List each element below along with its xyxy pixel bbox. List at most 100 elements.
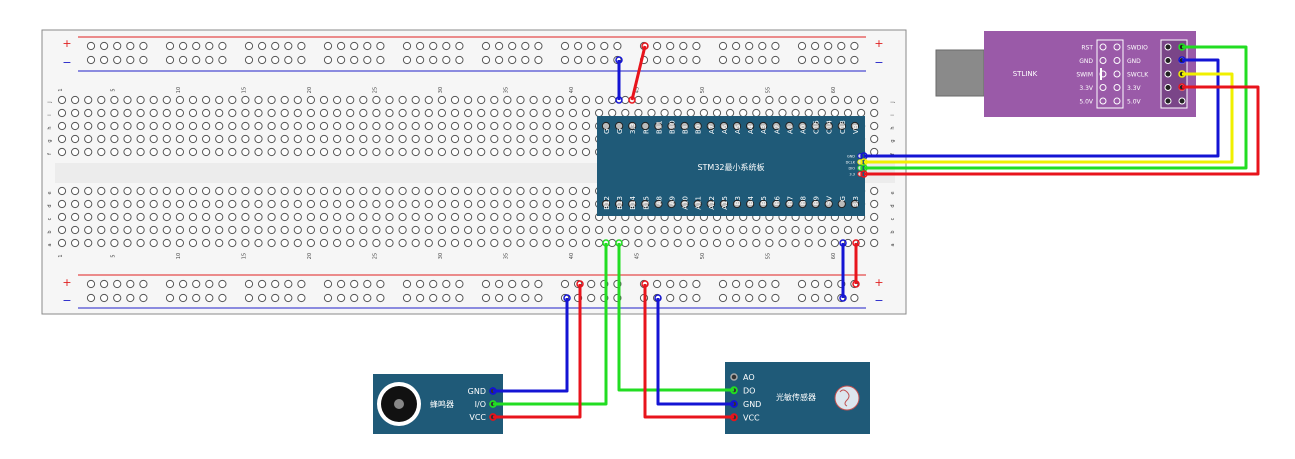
breadboard-hole xyxy=(424,95,433,105)
row-letter-right: g xyxy=(890,139,896,142)
breadboard-hole xyxy=(870,134,879,144)
breadboard-hole xyxy=(188,212,198,222)
breadboard-hole xyxy=(84,134,93,144)
breadboard-hole xyxy=(149,238,158,248)
rail-hole xyxy=(837,41,846,51)
wire-gnd-top-rail-end xyxy=(615,56,623,64)
breadboard-hole xyxy=(555,121,564,131)
stm32-bottom-pin-label: B15 xyxy=(642,196,650,210)
rail-hole xyxy=(850,55,859,65)
wire-swd-clk-end xyxy=(1178,70,1186,78)
breadboard-hole xyxy=(228,212,237,222)
rail-hole xyxy=(574,55,583,65)
rail-hole xyxy=(192,55,201,65)
breadboard-hole xyxy=(817,238,826,248)
rail-hole xyxy=(718,55,728,65)
rail-hole xyxy=(692,293,701,303)
rail-hole xyxy=(824,41,833,51)
row-letter-right: j xyxy=(890,101,896,103)
row-letter-right: e xyxy=(890,191,896,194)
row-letter-left: f xyxy=(47,153,53,155)
column-number-top: 35 xyxy=(503,87,509,93)
breadboard-hole xyxy=(477,134,486,144)
breadboard-hole xyxy=(372,212,381,222)
rail-hole xyxy=(363,293,372,303)
breadboard-hole xyxy=(372,225,381,235)
stm32-bottom-pin xyxy=(772,199,781,209)
rail-hole xyxy=(218,293,227,303)
breadboard-hole xyxy=(215,225,224,235)
wire-swd-3v3 xyxy=(864,85,1260,176)
breadboard-hole xyxy=(503,121,512,131)
breadboard-hole xyxy=(202,238,211,248)
rail-hole xyxy=(824,55,833,65)
rail-hole xyxy=(284,41,293,51)
rail-hole xyxy=(139,41,148,51)
rail-hole xyxy=(376,55,385,65)
stm32-bottom-pin-label: 5V xyxy=(826,196,834,205)
rail-hole xyxy=(165,41,175,51)
breadboard-hole xyxy=(346,121,355,131)
breadboard-hole xyxy=(280,108,289,118)
rail-hole xyxy=(244,293,254,303)
rail-hole xyxy=(771,41,780,51)
breadboard-hole xyxy=(464,95,473,105)
stm32-top-pin xyxy=(746,121,755,131)
top-rail-minus-left: − xyxy=(62,56,71,69)
stm32-bottom-pin-label: B12 xyxy=(603,196,611,210)
breadboard-hole xyxy=(673,95,682,105)
breadboard-hole xyxy=(110,121,119,131)
breadboard-hole xyxy=(254,186,263,196)
breadboard-hole xyxy=(228,95,237,105)
breadboard-hole xyxy=(110,147,119,157)
breadboard-hole xyxy=(726,108,735,118)
breadboard-hole xyxy=(215,186,224,196)
breadboard-hole xyxy=(97,225,106,235)
breadboard-hole xyxy=(110,95,119,105)
rail-hole xyxy=(495,293,504,303)
rail-hole xyxy=(126,41,135,51)
row-letter-left: a xyxy=(47,243,53,246)
breadboard-hole xyxy=(71,225,80,235)
breadboard-hole xyxy=(870,186,879,196)
rail-hole xyxy=(126,55,135,65)
breadboard-hole xyxy=(411,238,420,248)
stm32-top-pin xyxy=(732,121,742,131)
breadboard-hole xyxy=(162,225,171,235)
rail-hole xyxy=(455,41,464,51)
breadboard-hole xyxy=(385,212,394,222)
breadboard-hole xyxy=(699,225,709,235)
breadboard-hole xyxy=(84,121,93,131)
breadboard-hole xyxy=(398,199,407,209)
breadboard-hole xyxy=(306,95,315,105)
breadboard-hole xyxy=(752,238,761,248)
stm32-top-pin-label: A5 xyxy=(734,125,742,134)
stm32-bottom-pin-label: B8 xyxy=(800,196,808,205)
breadboard-hole xyxy=(188,199,198,209)
breadboard-hole xyxy=(71,186,80,196)
rail-hole xyxy=(350,41,359,51)
breadboard-hole xyxy=(110,212,119,222)
stm32-bottom-pin-label: B9 xyxy=(813,196,821,205)
rail-hole xyxy=(337,279,346,289)
breadboard-hole xyxy=(110,238,119,248)
rail-hole xyxy=(86,279,96,289)
row-letter-left: b xyxy=(47,230,53,233)
breadboard-hole xyxy=(319,121,329,131)
breadboard-hole xyxy=(97,121,106,131)
breadboard-hole xyxy=(333,225,342,235)
breadboard-hole xyxy=(529,238,538,248)
wire-3v3-top-rail xyxy=(630,45,647,101)
light-sensor-pin-label: AO xyxy=(743,373,755,382)
light-sensor-pin-label: VCC xyxy=(743,414,760,423)
stm32-top-pin xyxy=(824,121,833,131)
breadboard-hole xyxy=(84,238,93,248)
rail-hole xyxy=(429,279,438,289)
stlink-right-pin-b xyxy=(1178,97,1186,105)
rail-hole xyxy=(521,55,530,65)
rail-hole xyxy=(179,279,188,289)
breadboard-hole xyxy=(136,121,145,131)
rail-hole xyxy=(587,279,596,289)
breadboard-hole xyxy=(503,147,512,157)
row-letter-right: c xyxy=(890,217,896,220)
